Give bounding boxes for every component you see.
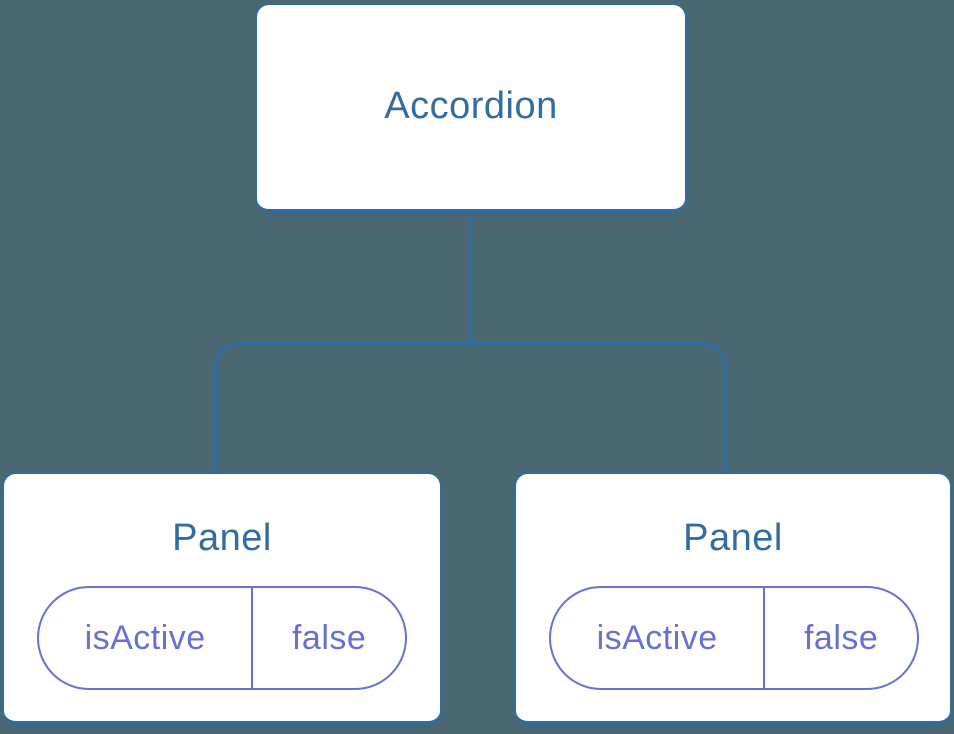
connector-branch-bracket (213, 341, 727, 473)
prop-value: false (803, 618, 879, 657)
accordion-node: Accordion (255, 3, 687, 213)
prop-value: false (291, 618, 367, 657)
prop-pill: isActive false (37, 586, 407, 690)
prop-name: isActive (551, 588, 766, 688)
panel-node-title: Panel (172, 517, 272, 559)
accordion-node-label: Accordion (384, 85, 558, 128)
prop-pill: isActive false (549, 586, 919, 690)
prop-name: isActive (39, 588, 254, 688)
panel-node-right: Panel isActive false (514, 472, 952, 725)
panel-node-left: Panel isActive false (2, 472, 442, 725)
panel-node-title: Panel (683, 517, 783, 559)
